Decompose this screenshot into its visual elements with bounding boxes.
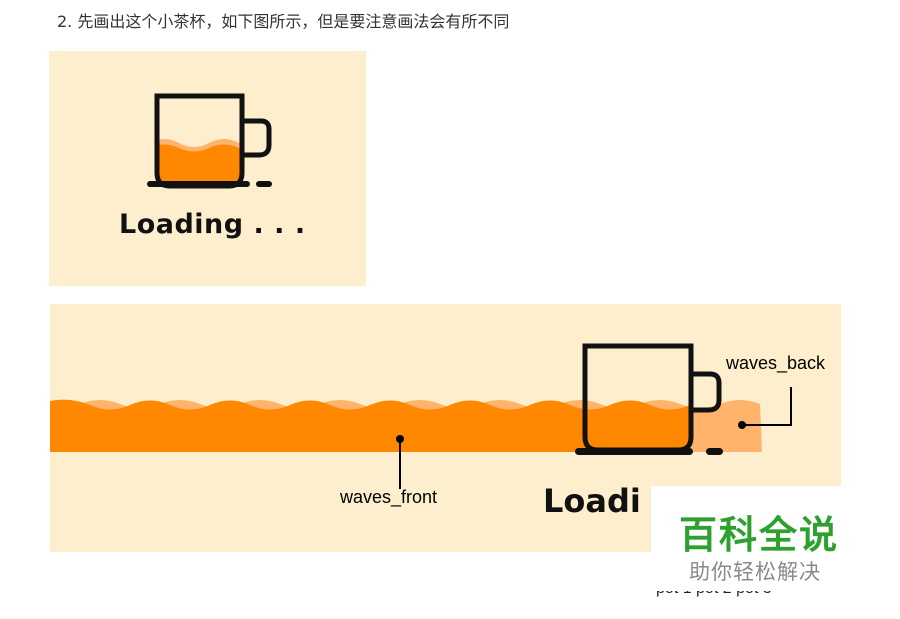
cup-saucer (147, 181, 250, 187)
cup-saucer-dash (706, 448, 723, 455)
waves-back-leader-vertical (790, 387, 792, 426)
waves-breakdown-panel: Loadi (50, 304, 841, 552)
waves-front-leader (399, 440, 401, 489)
loading-text: Loading . . . (119, 209, 306, 240)
cup-saucer (575, 448, 693, 455)
loading-text-partial: Loadi (543, 482, 641, 520)
waves-back-pointer-dot (738, 421, 746, 429)
waves-back-leader-horizontal (742, 424, 792, 426)
teacup-preview-panel: Loading . . . (49, 51, 366, 286)
step-instruction-text: 2. 先画出这个小茶杯，如下图所示，但是要注意画法会有所不同 (57, 12, 510, 31)
cup-handle (242, 118, 272, 158)
teacup-illustration (147, 93, 272, 189)
cup-handle (691, 371, 722, 413)
waves-back-label: waves_back (726, 353, 826, 373)
waves-illustration (50, 343, 762, 455)
waves-front-pointer-dot (396, 435, 404, 443)
watermark-title: 百科全说 (679, 513, 840, 557)
cup-saucer-dash (256, 181, 272, 187)
wave-front-strip (50, 399, 690, 452)
waves-front-label: waves_front (340, 487, 438, 507)
watermark-logo: 百科全说 助你轻松解决 (651, 486, 850, 591)
watermark-subtitle: 助你轻松解决 (689, 560, 821, 584)
